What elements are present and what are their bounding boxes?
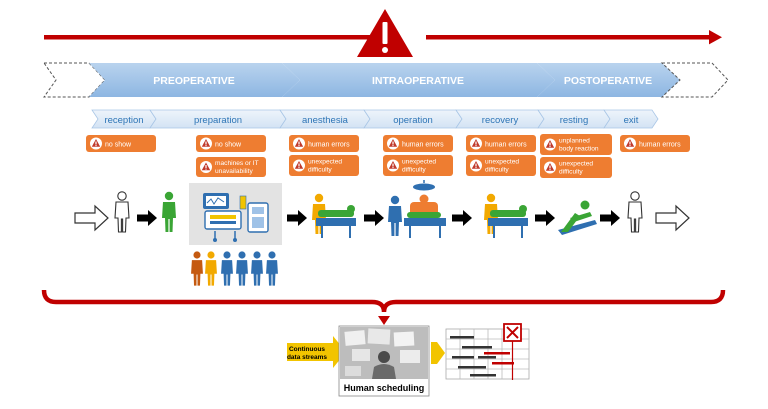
svg-text:difficulty: difficulty bbox=[308, 167, 332, 174]
risk-operation-human-errors: human errors bbox=[383, 135, 453, 152]
arrow-outline-end-icon bbox=[655, 204, 690, 232]
step-label-recovery: recovery bbox=[482, 115, 519, 126]
risk-badges: no show no show machines or IT unavailab… bbox=[86, 134, 690, 178]
phase-label-postoperative: POSTOPERATIVE bbox=[564, 75, 652, 87]
risk-resting-unplanned: unplanned body reaction bbox=[540, 134, 612, 155]
phase-chevrons: PREOPERATIVE INTRAOPERATIVE POSTOPERATIV… bbox=[43, 62, 729, 98]
person-outline-icon bbox=[627, 191, 643, 233]
risk-exit-human-errors: human errors bbox=[620, 135, 690, 152]
timeline-bar-right bbox=[426, 35, 711, 40]
arrow-right-icon bbox=[364, 210, 384, 226]
person-outline-icon bbox=[114, 191, 130, 233]
warning-triangle-icon bbox=[357, 9, 413, 57]
arrow-outline-start-icon bbox=[74, 204, 109, 232]
risk-preparation-no-show: no show bbox=[196, 135, 266, 152]
svg-text:human errors: human errors bbox=[402, 142, 444, 149]
svg-text:difficulty: difficulty bbox=[559, 169, 583, 176]
phase-postoperative bbox=[537, 63, 680, 97]
timeline-bar-left bbox=[44, 35, 374, 40]
timeline-arrowhead bbox=[709, 30, 722, 45]
step-label-preparation: preparation bbox=[194, 115, 242, 126]
phase-label-intraoperative: INTRAOPERATIVE bbox=[372, 75, 464, 87]
recliner-icon bbox=[558, 200, 597, 235]
schedule-arrow-icon bbox=[431, 342, 445, 364]
risk-preparation-machines: machines or IT unavailability bbox=[196, 157, 266, 177]
recovery-bed-icon bbox=[484, 193, 528, 238]
step-label-resting: resting bbox=[560, 115, 589, 126]
svg-text:unexpected: unexpected bbox=[402, 159, 436, 166]
svg-text:unexpected: unexpected bbox=[559, 161, 593, 168]
data-streams-arrow: Continuous data streams bbox=[287, 336, 346, 368]
svg-text:unexpected: unexpected bbox=[308, 159, 342, 166]
svg-text:unavailability: unavailability bbox=[215, 168, 253, 175]
arrow-right-icon bbox=[137, 210, 157, 226]
svg-text:human errors: human errors bbox=[485, 142, 527, 149]
svg-text:human errors: human errors bbox=[639, 142, 681, 149]
svg-text:difficulty: difficulty bbox=[485, 167, 509, 174]
phase-intraoperative bbox=[282, 63, 555, 97]
phase-end-dashed bbox=[660, 62, 729, 98]
risk-anesthesia-unexpected: unexpected difficulty bbox=[289, 155, 359, 176]
step-label-operation: operation bbox=[393, 115, 433, 126]
risk-resting-unexpected: unexpected difficulty bbox=[540, 157, 612, 178]
top-timeline bbox=[44, 9, 722, 57]
person-green-icon bbox=[162, 191, 176, 232]
risk-anesthesia-human-errors: human errors bbox=[289, 135, 359, 152]
phase-label-preoperative: PREOPERATIVE bbox=[153, 75, 235, 87]
svg-text:no show: no show bbox=[215, 142, 242, 149]
svg-text:no show: no show bbox=[105, 142, 132, 149]
data-streams-line2: data streams bbox=[287, 354, 327, 361]
operation-surgeon-icon bbox=[388, 180, 446, 238]
step-exit bbox=[603, 109, 659, 129]
risk-recovery-human-errors: human errors bbox=[466, 135, 536, 152]
step-label-anesthesia: anesthesia bbox=[302, 115, 349, 126]
svg-text:unplanned: unplanned bbox=[559, 138, 590, 145]
svg-text:human errors: human errors bbox=[308, 142, 350, 149]
anesthesia-bed-icon bbox=[312, 193, 356, 238]
scheduling-caption: Human scheduling bbox=[344, 383, 425, 393]
risk-reception-no-show: no show bbox=[86, 135, 156, 152]
staff-group-icon bbox=[191, 251, 278, 286]
phase-preoperative bbox=[89, 63, 300, 97]
arrow-right-icon bbox=[287, 210, 307, 226]
patient-flow bbox=[74, 180, 690, 286]
x-mark-icon bbox=[503, 323, 522, 380]
svg-text:machines or IT: machines or IT bbox=[215, 160, 259, 167]
arrow-right-icon bbox=[600, 210, 620, 226]
arrow-right-icon bbox=[535, 210, 555, 226]
svg-text:difficulty: difficulty bbox=[402, 167, 426, 174]
risk-operation-unexpected: unexpected difficulty bbox=[383, 155, 453, 176]
bottom-bracket bbox=[41, 289, 726, 325]
arrow-right-icon bbox=[452, 210, 472, 226]
data-streams-line1: Continuous bbox=[289, 346, 325, 353]
step-label-exit: exit bbox=[624, 115, 639, 126]
step-label-reception: reception bbox=[104, 115, 143, 126]
risk-recovery-unexpected: unexpected difficulty bbox=[466, 155, 536, 176]
step-chevrons: reception preparation anesthesia operati… bbox=[91, 109, 659, 129]
svg-text:body reaction: body reaction bbox=[559, 146, 599, 153]
svg-text:unexpected: unexpected bbox=[485, 159, 519, 166]
monitor-machine-icon bbox=[189, 183, 282, 245]
human-scheduling-photo: Human scheduling bbox=[338, 325, 430, 397]
